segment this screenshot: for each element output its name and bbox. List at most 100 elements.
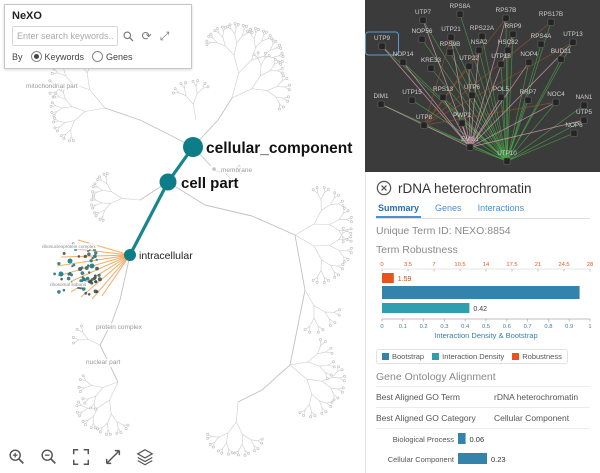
- go-alignment-section-label: Gene Ontology Alignment: [376, 371, 496, 383]
- radio-keywords-label: Keywords: [44, 51, 85, 62]
- legend-swatch: [382, 353, 389, 360]
- svg-text:0.5: 0.5: [482, 324, 490, 330]
- svg-text:0: 0: [380, 262, 383, 268]
- svg-text:UTP18: UTP18: [491, 53, 511, 60]
- svg-text:UTP5: UTP5: [576, 109, 593, 116]
- fit-screen-icon[interactable]: [70, 446, 92, 468]
- search-input[interactable]: [12, 26, 118, 46]
- svg-text:RPS8A: RPS8A: [450, 3, 471, 10]
- search-by-label: By: [12, 51, 23, 62]
- svg-text:0.42: 0.42: [473, 306, 487, 313]
- svg-text:28: 28: [587, 262, 593, 268]
- term-title: rDNA heterochromatin: [398, 180, 532, 196]
- go-alignment-table: Best Aligned GO Term rDNA heterochromati…: [376, 386, 590, 429]
- svg-text:membrane: membrane: [221, 167, 252, 174]
- svg-text:24.5: 24.5: [558, 262, 569, 268]
- search-mode-group: By Keywords Genes: [12, 51, 184, 62]
- svg-text:KRE33: KRE33: [421, 57, 441, 64]
- legend-item: Interaction Density: [432, 352, 504, 361]
- svg-text:1.59: 1.59: [398, 276, 412, 283]
- zoom-in-icon[interactable]: [6, 446, 28, 468]
- svg-text:cellular_component: cellular_component: [206, 140, 352, 157]
- svg-text:3.5: 3.5: [404, 262, 412, 268]
- svg-text:21: 21: [535, 262, 541, 268]
- svg-text:UTP22: UTP22: [459, 55, 479, 62]
- expand-icon[interactable]: [102, 446, 124, 468]
- go-category-key: Best Aligned GO Category: [376, 413, 476, 423]
- legend-swatch: [512, 353, 520, 360]
- advanced-search-icon[interactable]: ⤢: [159, 28, 170, 43]
- svg-text:0: 0: [380, 324, 383, 330]
- radio-keywords[interactable]: Keywords: [30, 51, 85, 62]
- close-icon[interactable]: [376, 180, 392, 196]
- layers-icon[interactable]: [134, 446, 156, 468]
- go-alignment-row: Best Aligned GO Term rDNA heterochromati…: [376, 387, 590, 408]
- svg-text:RRP9: RRP9: [505, 23, 522, 30]
- search-icon[interactable]: [121, 29, 136, 44]
- legend-item: Robustness: [512, 352, 562, 361]
- svg-text:EMG1: EMG1: [461, 136, 479, 143]
- detail-tabs: Summary Genes Interactions: [376, 201, 590, 219]
- refresh-icon[interactable]: ⟳: [141, 29, 152, 43]
- svg-text:protein complex: protein complex: [96, 324, 143, 331]
- term-detail-panel: rDNA heterochromatin Summary Genes Inter…: [365, 172, 600, 473]
- svg-text:0.8: 0.8: [544, 324, 552, 330]
- svg-text:14: 14: [483, 262, 490, 268]
- svg-text:NOP56: NOP56: [412, 28, 433, 35]
- svg-text:NOC4: NOC4: [547, 91, 565, 98]
- svg-text:0.7: 0.7: [524, 324, 532, 330]
- svg-text:RPS9B: RPS9B: [440, 41, 461, 48]
- svg-text:mitochondrial part: mitochondrial part: [26, 83, 78, 90]
- svg-text:1: 1: [588, 324, 591, 330]
- app-title: NeXO: [12, 10, 42, 22]
- go-term-key: Best Aligned GO Term: [376, 392, 460, 402]
- unique-term-id: Unique Term ID: NEXO:8854: [376, 225, 511, 237]
- svg-text:RPS22A: RPS22A: [470, 25, 495, 32]
- radio-keywords-circle[interactable]: [30, 51, 42, 62]
- svg-text:17.5: 17.5: [506, 262, 517, 268]
- svg-text:RRP7: RRP7: [520, 89, 537, 96]
- tab-genes[interactable]: Genes: [435, 203, 462, 213]
- svg-text:0.3: 0.3: [440, 324, 448, 330]
- go-term-value: rDNA heterochromatin: [494, 392, 579, 402]
- svg-text:0.2: 0.2: [420, 324, 428, 330]
- svg-text:UTP21: UTP21: [441, 26, 461, 33]
- zoom-out-icon[interactable]: [38, 446, 60, 468]
- svg-text:cell part: cell part: [181, 175, 239, 192]
- svg-text:10.5: 10.5: [454, 262, 465, 268]
- svg-text:Biological Process: Biological Process: [393, 435, 455, 444]
- svg-text:ribosomal subunit: ribosomal subunit: [50, 282, 87, 287]
- svg-text:RPS4A: RPS4A: [531, 33, 552, 40]
- radio-genes[interactable]: Genes: [92, 51, 133, 62]
- radio-genes-circle[interactable]: [92, 51, 104, 62]
- svg-text:UTP15: UTP15: [402, 89, 422, 96]
- tab-interactions[interactable]: Interactions: [477, 203, 525, 213]
- svg-text:POL5: POL5: [493, 86, 510, 93]
- robustness-legend: Bootstrap Interaction Density Robustness: [376, 349, 568, 364]
- radio-genes-label: Genes: [106, 51, 133, 62]
- go-category-value: Cellular Component: [494, 413, 570, 423]
- svg-text:DIM1: DIM1: [373, 93, 389, 100]
- legend-item: Bootstrap: [382, 352, 424, 361]
- svg-text:BUD21: BUD21: [551, 48, 572, 55]
- svg-text:0.1: 0.1: [399, 324, 407, 330]
- svg-text:NOP4: NOP4: [520, 51, 538, 58]
- tab-summary[interactable]: Summary: [376, 201, 422, 218]
- svg-text:RPS13: RPS13: [433, 86, 453, 93]
- svg-text:UTP8: UTP8: [416, 114, 433, 121]
- go-alignment-row: Best Aligned GO Category Cellular Compon…: [376, 408, 590, 429]
- svg-text:UTP6: UTP6: [464, 84, 481, 91]
- svg-text:0.4: 0.4: [461, 324, 470, 330]
- svg-text:NSA2: NSA2: [471, 39, 488, 46]
- svg-text:7: 7: [432, 262, 435, 268]
- svg-text:0.6: 0.6: [503, 324, 511, 330]
- svg-text:HSC82: HSC82: [498, 39, 519, 46]
- svg-text:UTP13: UTP13: [563, 31, 583, 38]
- svg-text:intracellular: intracellular: [139, 250, 193, 262]
